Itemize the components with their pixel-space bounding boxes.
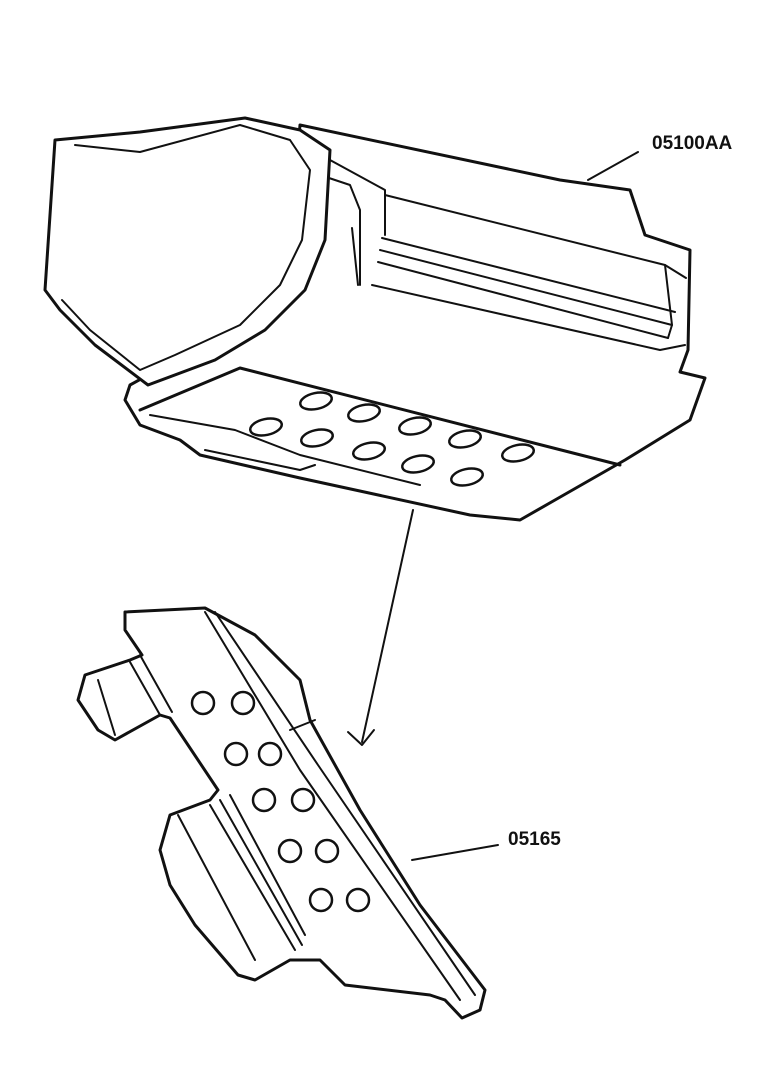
bottom-plate-label: 05165	[508, 829, 561, 850]
upper-assembly-leader-line	[587, 151, 639, 181]
upper-assembly-label: 05100AA	[652, 133, 733, 154]
bottom-plate-leader-line	[411, 844, 499, 861]
bottom-plate-drawing	[76, 606, 487, 1020]
upper-assembly-drawing	[43, 116, 707, 522]
assembly-arrow	[347, 509, 414, 746]
